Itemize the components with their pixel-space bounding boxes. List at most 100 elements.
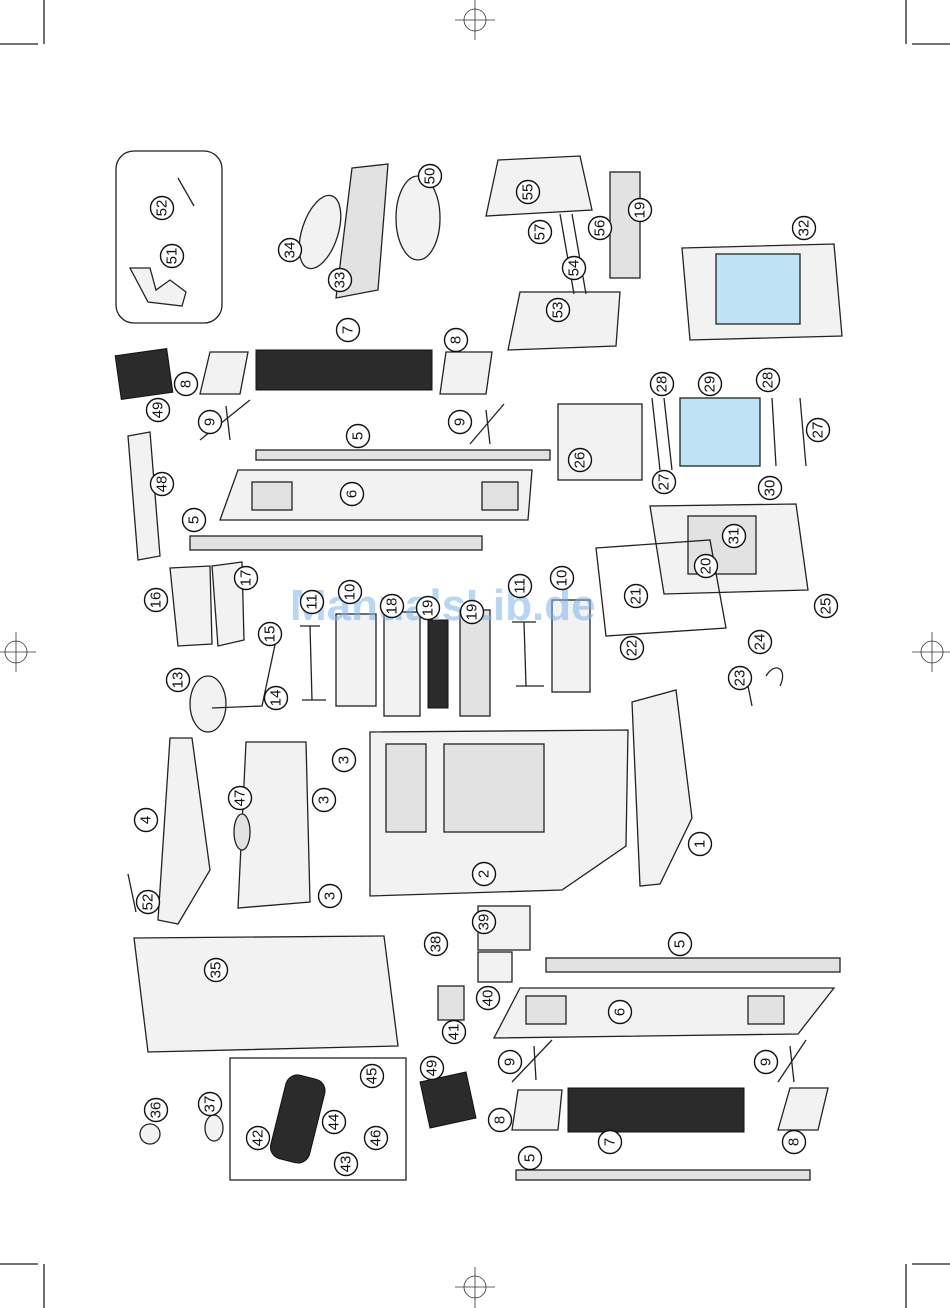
callout-7: 7 bbox=[337, 319, 360, 342]
callout-3: 3 bbox=[319, 885, 342, 908]
callout-label: 55 bbox=[520, 184, 537, 201]
poker-part bbox=[178, 178, 194, 206]
callout-9: 9 bbox=[499, 1051, 522, 1074]
callout-label: 8 bbox=[492, 1116, 509, 1124]
callout-label: 42 bbox=[250, 1130, 267, 1147]
burner-tube-part bbox=[610, 172, 640, 278]
deflector-stem-part bbox=[560, 214, 586, 294]
callout-5: 5 bbox=[183, 509, 206, 532]
callout-label: 28 bbox=[760, 372, 777, 389]
callout-label: 3 bbox=[322, 892, 339, 900]
callout-32: 32 bbox=[793, 217, 816, 240]
callout-label: 34 bbox=[282, 242, 299, 259]
callout-9: 9 bbox=[449, 411, 472, 434]
callout-29: 29 bbox=[699, 373, 722, 396]
plate-6-top-cutout-right bbox=[482, 482, 518, 510]
callout-label: 23 bbox=[732, 670, 749, 687]
deflector-top-part bbox=[486, 156, 592, 216]
front-door-1-part bbox=[632, 690, 692, 886]
grate-49-lower-part bbox=[420, 1072, 476, 1128]
rail-5-bottom bbox=[516, 1170, 810, 1180]
callout-label: 43 bbox=[338, 1156, 355, 1173]
grate-49-part bbox=[115, 349, 173, 400]
frame-40-part bbox=[478, 952, 512, 982]
callout-label: 39 bbox=[476, 914, 493, 931]
callout-label: 57 bbox=[532, 224, 549, 241]
callout-label: 19 bbox=[464, 604, 481, 621]
callout-44: 44 bbox=[323, 1111, 346, 1134]
callout-label: 7 bbox=[602, 1138, 619, 1146]
callout-5: 5 bbox=[519, 1147, 542, 1170]
callout-label: 5 bbox=[672, 940, 689, 948]
panel-48-part bbox=[128, 432, 160, 560]
callout-label: 6 bbox=[344, 490, 361, 498]
callout-label: 45 bbox=[364, 1068, 381, 1085]
callout-label: 33 bbox=[332, 272, 349, 289]
callout-label: 29 bbox=[702, 376, 719, 393]
callout-label: 9 bbox=[202, 418, 219, 426]
callout-label: 26 bbox=[572, 452, 589, 469]
callout-42: 42 bbox=[247, 1127, 270, 1150]
callout-45: 45 bbox=[361, 1065, 384, 1088]
callout-8: 8 bbox=[489, 1109, 512, 1132]
callout-5: 5 bbox=[347, 425, 370, 448]
callout-label: 28 bbox=[654, 376, 671, 393]
callout-label: 24 bbox=[752, 634, 769, 651]
door-32-glass bbox=[716, 254, 800, 324]
callout-label: 2 bbox=[476, 870, 493, 878]
callout-41: 41 bbox=[443, 1021, 466, 1044]
callout-label: 14 bbox=[268, 690, 285, 707]
callout-13: 13 bbox=[167, 669, 190, 692]
callout-label: 47 bbox=[232, 790, 249, 807]
plate-8-right bbox=[440, 352, 492, 394]
callout-10: 10 bbox=[339, 581, 362, 604]
callout-label: 9 bbox=[452, 418, 469, 426]
rail-5-lower bbox=[546, 958, 840, 972]
callout-label: 32 bbox=[796, 220, 813, 237]
stove-body-panel bbox=[386, 744, 426, 832]
rail-5-top bbox=[256, 450, 550, 460]
callout-label: 5 bbox=[186, 516, 203, 524]
callout-54: 54 bbox=[563, 257, 586, 280]
callout-label: 9 bbox=[502, 1058, 519, 1066]
flex-hose-42-part bbox=[268, 1072, 328, 1165]
callout-label: 8 bbox=[786, 1138, 803, 1146]
registration-mark-top bbox=[455, 0, 495, 40]
callout-label: 8 bbox=[178, 380, 195, 388]
callout-label: 21 bbox=[628, 588, 645, 605]
callout-16: 16 bbox=[145, 589, 168, 612]
stove-body-firebox bbox=[444, 744, 544, 832]
callout-30: 30 bbox=[759, 477, 782, 500]
bracket-16-part bbox=[170, 566, 212, 646]
plate-6-top-cutout-left bbox=[252, 482, 292, 510]
callout-4: 4 bbox=[135, 809, 158, 832]
callout-label: 19 bbox=[632, 202, 649, 219]
callout-label: 5 bbox=[522, 1154, 539, 1162]
callout-18: 18 bbox=[381, 595, 404, 618]
callout-48: 48 bbox=[151, 473, 174, 496]
callout-label: 10 bbox=[342, 584, 359, 601]
callout-label: 52 bbox=[154, 200, 171, 217]
glass-29-part bbox=[680, 398, 760, 466]
plate-8-left bbox=[200, 352, 248, 394]
plate-6-lower-cutout-left bbox=[526, 996, 566, 1024]
grid-7-lower bbox=[568, 1088, 744, 1132]
callout-label: 19 bbox=[420, 600, 437, 617]
watermark: ManualsLib.de bbox=[290, 581, 596, 630]
callout-label: 41 bbox=[446, 1024, 463, 1041]
callout-39: 39 bbox=[473, 911, 496, 934]
callout-label: 11 bbox=[304, 594, 321, 610]
box-47-hole bbox=[234, 814, 250, 850]
callout-38: 38 bbox=[425, 933, 448, 956]
callout-7: 7 bbox=[599, 1131, 622, 1154]
back-panel-35-part bbox=[134, 936, 398, 1052]
callout-57: 57 bbox=[529, 221, 552, 244]
callout-53: 53 bbox=[547, 299, 570, 322]
callout-3: 3 bbox=[333, 749, 356, 772]
callout-35: 35 bbox=[205, 959, 228, 982]
callout-label: 27 bbox=[810, 422, 827, 439]
callout-label: 1 bbox=[692, 840, 709, 848]
callout-label: 38 bbox=[428, 936, 445, 953]
callout-10: 10 bbox=[551, 567, 574, 590]
callout-label: 3 bbox=[316, 796, 333, 804]
